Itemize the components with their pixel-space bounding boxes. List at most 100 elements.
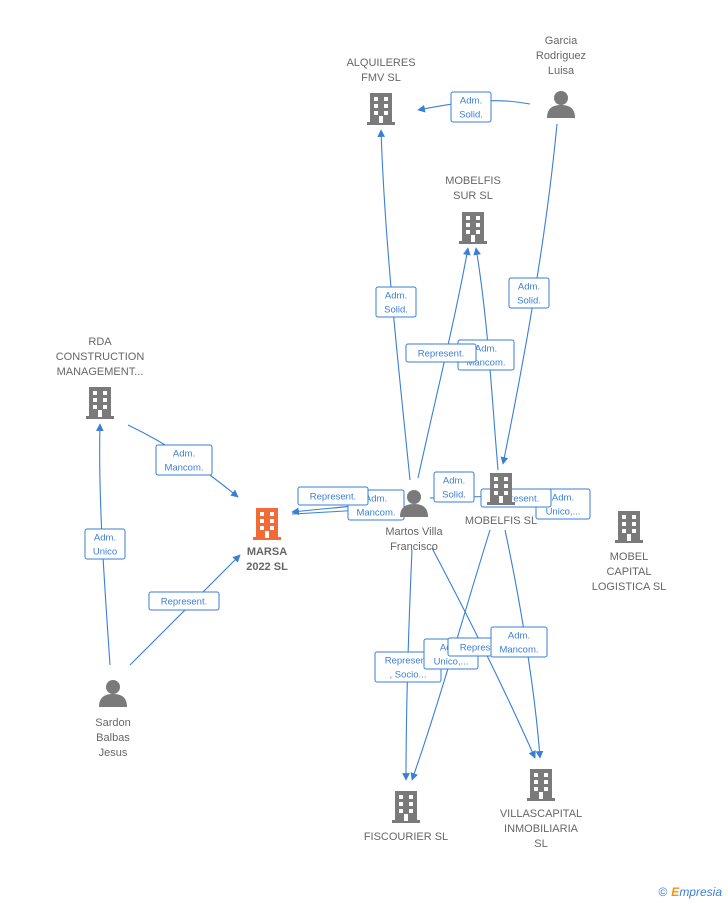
edge-label-text: Mancom. <box>466 358 505 369</box>
edge-label-text: Solid. <box>517 296 541 307</box>
brand-watermark: ©Empresia <box>658 885 722 899</box>
brand-logo-initial: E <box>671 885 680 899</box>
edge-label-text: Mancom. <box>164 463 203 474</box>
edge-label-text: Mancom. <box>499 645 538 656</box>
edge-label-box <box>490 626 548 658</box>
node-mobelfis[interactable]: MOBELFIS SL <box>465 473 537 527</box>
node-label: Balbas <box>96 732 130 744</box>
edge-label-sardon-marsa[interactable]: Represent. <box>148 591 220 611</box>
building-icon <box>459 212 487 244</box>
edge-label-rda-marsa[interactable]: Adm. Mancom. <box>155 444 213 476</box>
node-label: Garcia <box>545 35 578 47</box>
node-label: Jesus <box>99 747 128 759</box>
node-label: MANAGEMENT... <box>57 366 144 378</box>
node-rda[interactable]: RDA CONSTRUCTION MANAGEMENT... <box>56 336 145 419</box>
node-label: MOBELFIS <box>445 175 501 187</box>
node-label: SUR SL <box>453 190 493 202</box>
node-villascapital[interactable]: VILLASCAPITAL INMOBILIARIA SL <box>500 769 582 850</box>
edge-label-text: Mancom. <box>356 508 395 519</box>
edge-label-text: Represent. <box>460 643 506 654</box>
edge-label-text: Unico,... <box>434 657 469 668</box>
edge-label-text: Adm. <box>518 282 540 293</box>
node-label: Francisco <box>390 541 438 553</box>
edge-label-text: Solid. <box>442 490 466 501</box>
node-label: Martos Villa <box>385 526 443 538</box>
node-label: SL <box>534 838 547 850</box>
building-icon <box>392 791 420 823</box>
node-label: INMOBILIARIA <box>504 823 579 835</box>
edge-label-text: Adm. <box>443 476 465 487</box>
edge-label-text: Adm. <box>508 631 530 642</box>
node-mobel-capital[interactable]: MOBEL CAPITAL LOGISTICA SL <box>592 511 667 593</box>
building-icon <box>253 508 281 540</box>
edge-label-text: Adm. <box>460 96 482 107</box>
edge-label-text: Adm. <box>365 494 387 505</box>
node-label: MOBELFIS SL <box>465 515 537 527</box>
edge-label-text: Adm. <box>385 291 407 302</box>
edge-label-box <box>148 591 220 611</box>
edge-lines <box>95 100 591 781</box>
edge-label-box <box>405 343 477 363</box>
node-label: CAPITAL <box>606 566 651 578</box>
edge-garcia-mobelfis <box>500 123 558 465</box>
edge-label-martos-marsa-rep[interactable]: Represent. <box>297 486 369 506</box>
edge-label-martos-mobelfis-solid[interactable]: Adm. Solid. <box>433 471 475 503</box>
node-label: ALQUILERES <box>346 57 415 69</box>
node-label: CONSTRUCTION <box>56 351 145 363</box>
edge-label-text: Solid. <box>384 305 408 316</box>
edge-label-box <box>375 286 417 318</box>
edge-label-text: Adm. <box>475 344 497 355</box>
node-label: VILLASCAPITAL <box>500 808 582 820</box>
edge-label-box <box>433 471 475 503</box>
edge-label-martos-mobelfis-sur[interactable]: Represent. <box>405 343 477 363</box>
building-icon <box>527 769 555 801</box>
node-label: RDA <box>88 336 112 348</box>
edge-label-text: Solid. <box>459 110 483 121</box>
building-icon <box>86 387 114 419</box>
edge-label-text: Adm. <box>552 493 574 504</box>
node-label: LOGISTICA SL <box>592 581 667 593</box>
edge-label-text: Represent. <box>385 656 431 667</box>
node-label: MOBEL <box>610 551 649 563</box>
edge-label-box <box>508 277 550 309</box>
edge-label-box <box>155 444 213 476</box>
node-fiscourier[interactable]: FISCOURIER SL <box>364 791 448 843</box>
node-label: FISCOURIER SL <box>364 831 448 843</box>
edge-label-martos-alquileres[interactable]: Adm. Solid. <box>375 286 417 318</box>
building-icon <box>615 511 643 543</box>
edge-label-sardon-rda[interactable]: Adm. Unico <box>84 528 126 560</box>
edge-label-text: Represent. <box>493 494 539 505</box>
person-icon <box>547 91 575 118</box>
node-label: Luisa <box>548 65 575 77</box>
edge-label-garcia-mobelfis[interactable]: Adm. Solid. <box>508 277 550 309</box>
edge-label-text: Adm. <box>94 533 116 544</box>
edge-label-text: Represent. <box>161 597 207 608</box>
node-marsa[interactable]: MARSA 2022 SL <box>246 508 288 573</box>
edge-label-box <box>297 486 369 506</box>
node-label: MARSA <box>247 546 287 558</box>
edge-label-text: Represent. <box>310 492 356 503</box>
brand-logo-text: mpresia <box>679 885 722 899</box>
edge-label-mobelfis-villas-mancom[interactable]: Adm. Mancom. <box>490 626 548 658</box>
node-alquileres[interactable]: ALQUILERES FMV SL <box>346 57 416 125</box>
edge-label-box <box>450 91 492 123</box>
node-mobelfis-sur[interactable]: MOBELFIS SUR SL <box>445 175 501 244</box>
copyright-symbol: © <box>658 885 668 899</box>
edge-label-text: Unico,... <box>546 507 581 518</box>
node-label: FMV SL <box>361 72 401 84</box>
node-label: Rodriguez <box>536 50 586 62</box>
edge-label-text: Adm. <box>173 449 195 460</box>
edge-label-text: Represent. <box>418 349 464 360</box>
node-label: 2022 SL <box>246 561 288 573</box>
nodes: ALQUILERES FMV SL GarciaRodriguezLuisaMOBE… <box>56 35 667 850</box>
edge-label-box <box>84 528 126 560</box>
edge-label-text: Unico <box>93 547 117 558</box>
building-icon <box>367 93 395 125</box>
building-icon <box>487 473 515 505</box>
edge-label-text: , Socio... <box>390 670 427 681</box>
edge-label-garcia-alquileres[interactable]: Adm. Solid. <box>450 91 492 123</box>
